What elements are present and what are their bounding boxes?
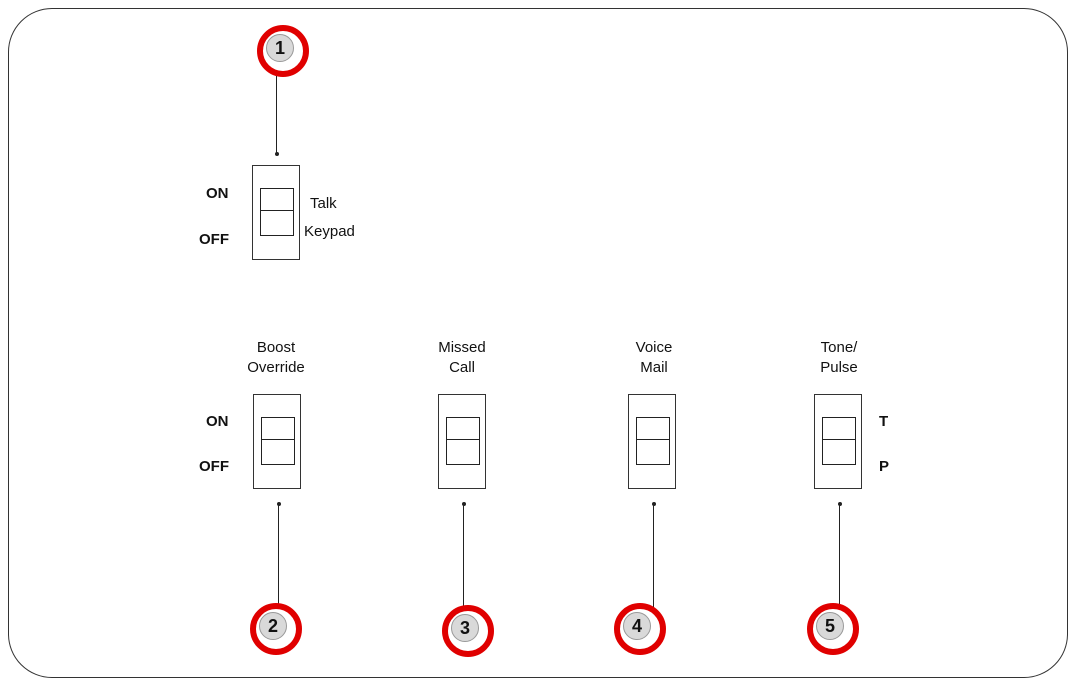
callout-2-number: 2 — [259, 612, 287, 640]
mail-label: Mail — [640, 359, 668, 376]
callout-2-leader-line — [278, 504, 279, 608]
callout-2-leader-end — [277, 502, 281, 506]
missed-call-switch[interactable] — [438, 394, 486, 489]
talk-switch-on-label: ON — [206, 185, 229, 202]
callout-4-leader-end — [652, 502, 656, 506]
talk-label: Talk — [310, 195, 337, 212]
callout-1-number: 1 — [266, 34, 294, 62]
callout-5-number: 5 — [816, 612, 844, 640]
callout-1-leader-end — [275, 152, 279, 156]
boost-switch-on-label: ON — [206, 413, 229, 430]
talk-switch-off-label: OFF — [199, 231, 229, 248]
callout-5: 5 — [807, 603, 859, 655]
tone-switch-t-label: T — [879, 413, 889, 430]
boost-override-switch-knob — [261, 417, 295, 465]
tone-pulse-switch-knob — [822, 417, 856, 465]
boost-override-switch[interactable] — [253, 394, 301, 489]
callout-3: 3 — [442, 605, 494, 657]
tone-label: Tone/ — [820, 339, 858, 356]
switch-panel-outline — [8, 8, 1068, 678]
callout-4-leader-line — [653, 504, 654, 608]
callout-5-leader-end — [838, 502, 842, 506]
callout-2: 2 — [250, 603, 302, 655]
talk-keypad-switch-knob — [260, 188, 294, 236]
boost-switch-off-label: OFF — [199, 458, 229, 475]
call-label: Call — [449, 359, 475, 376]
tone-pulse-switch[interactable] — [814, 394, 862, 489]
callout-4-number: 4 — [623, 612, 651, 640]
callout-1-leader-line — [276, 76, 277, 154]
voice-label: Voice — [635, 339, 673, 356]
voice-mail-switch-knob — [636, 417, 670, 465]
keypad-label: Keypad — [304, 223, 355, 240]
boost-label: Boost — [256, 339, 296, 356]
callout-1: 1 — [257, 25, 309, 77]
tone-switch-p-label: P — [879, 458, 890, 475]
talk-keypad-switch[interactable] — [252, 165, 300, 260]
callout-3-leader-line — [463, 504, 464, 608]
callout-3-leader-end — [462, 502, 466, 506]
missed-label: Missed — [438, 339, 486, 356]
callout-3-number: 3 — [451, 614, 479, 642]
callout-4: 4 — [614, 603, 666, 655]
callout-5-leader-line — [839, 504, 840, 608]
voice-mail-switch[interactable] — [628, 394, 676, 489]
override-label: Override — [247, 359, 305, 376]
pulse-label: Pulse — [820, 359, 858, 376]
missed-call-switch-knob — [446, 417, 480, 465]
